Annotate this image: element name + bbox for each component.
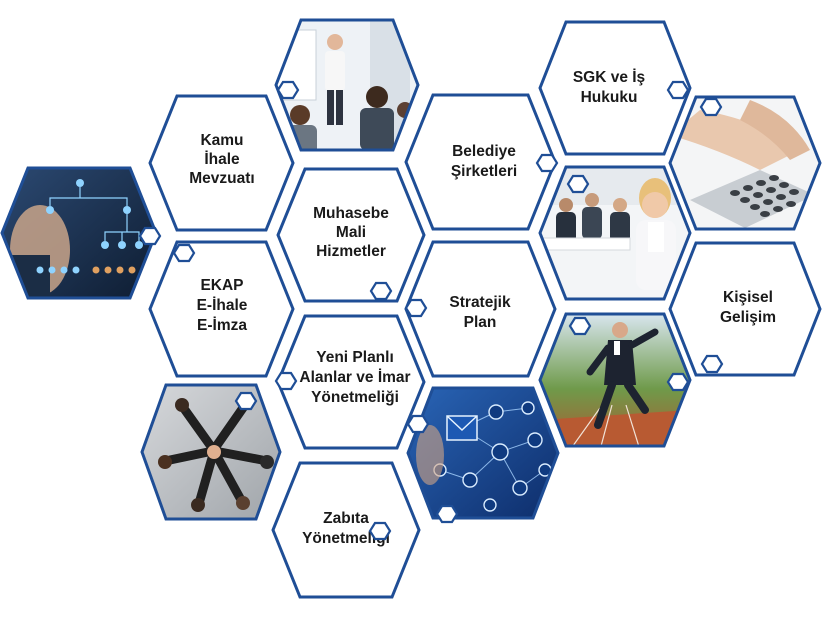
hex-yeni-planli-line3: Yönetmeliği	[311, 389, 399, 406]
hex-muhasebe-line3: Hizmetler	[316, 243, 386, 260]
hex-zabita[interactable]: Zabıta Yönetmeliği	[271, 461, 421, 599]
hex-muhasebe-line1: Muhasebe	[313, 205, 389, 222]
hex-muhasebe[interactable]: Muhasebe Mali Hizmetler	[276, 167, 426, 303]
hex-kisisel-line1: Kişisel	[723, 289, 773, 306]
hex-kamu-ihale-line1: Kamu	[200, 132, 243, 149]
hex-belediye[interactable]: Belediye Şirketleri	[404, 93, 557, 231]
hex-sgk[interactable]: SGK ve İş Hukuku	[538, 20, 692, 156]
hex-ekap-line1: EKAP	[200, 277, 243, 294]
email-network-image	[406, 386, 560, 520]
hex-yeni-planli-line1: Yeni Planlı	[316, 349, 394, 366]
hex-zabita-line2: Yönetmeliği	[302, 530, 390, 547]
hex-kisisel[interactable]: Kişisel Gelişim	[668, 241, 822, 377]
hex-ekap-line3: E-İmza	[197, 317, 247, 334]
handshake-teamwork-image	[140, 383, 282, 521]
hex-stratejik-line1: Stratejik	[449, 294, 511, 311]
business-meeting-image	[538, 165, 692, 301]
hex-zabita-line1: Zabıta	[323, 510, 369, 527]
connector-hexagons	[138, 80, 724, 541]
hex-muhasebe-line2: Mali	[336, 224, 366, 241]
hex-ekap-line2: E-İhale	[197, 297, 248, 314]
calculator-image	[668, 95, 822, 231]
hex-kisisel-line2: Gelişim	[720, 309, 776, 326]
running-businessman-image	[538, 312, 692, 448]
hex-kamu-ihale-line2: İhale	[204, 151, 240, 168]
hex-stratejik[interactable]: Stratejik Plan	[404, 240, 557, 378]
hex-sgk-line2: Hukuku	[581, 89, 638, 106]
hex-yeni-planli-line2: Alanlar ve İmar	[299, 369, 410, 386]
hex-yeni-planli[interactable]: Yeni Planlı Alanlar ve İmar Yönetmeliği	[276, 314, 426, 450]
hex-kamu-ihale-line3: Mevzuatı	[189, 170, 254, 187]
hex-stratejik-line2: Plan	[464, 314, 497, 331]
hex-belediye-line2: Şirketleri	[451, 163, 517, 180]
hex-kamu-ihale[interactable]: Kamu İhale Mevzuatı	[148, 94, 295, 232]
hex-sgk-line1: SGK ve İş	[573, 69, 645, 86]
hex-belediye-line1: Belediye	[452, 143, 516, 160]
org-chart-image	[0, 166, 158, 300]
hex-ekap[interactable]: EKAP E-İhale E-İmza	[148, 240, 295, 378]
